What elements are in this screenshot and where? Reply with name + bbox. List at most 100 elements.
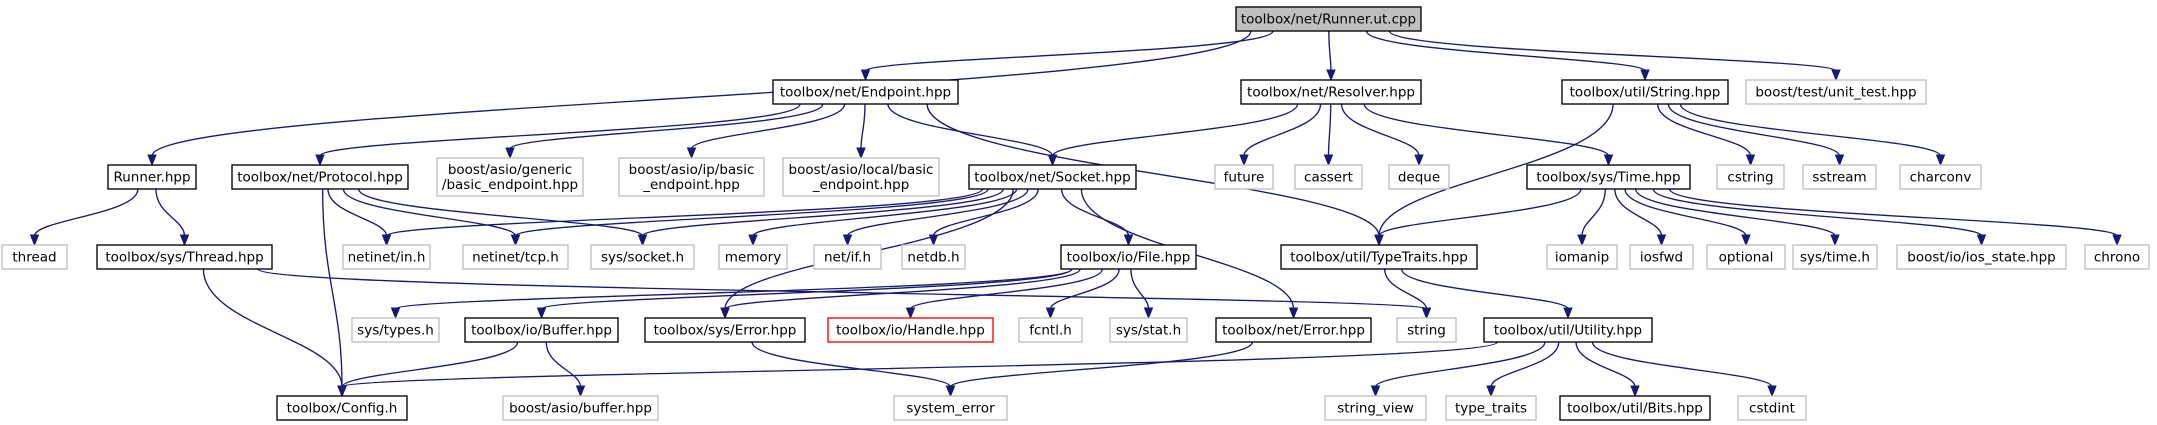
- node-box: [1716, 164, 1785, 190]
- dependency-edge: [1340, 103, 1424, 167]
- node-label: deque: [1398, 170, 1440, 186]
- node-box: [618, 157, 765, 197]
- node-root: toolbox/net/Runner.ut.cpp: [1235, 6, 1422, 32]
- node-box: [107, 164, 197, 190]
- node-box: [1445, 395, 1537, 421]
- arrowhead: [315, 154, 325, 167]
- node-protocol[interactable]: toolbox/net/Protocol.hpp: [231, 164, 409, 190]
- arrowhead: [637, 234, 648, 247]
- node-file[interactable]: toolbox/io/File.hpp: [1060, 244, 1197, 270]
- node-box: [644, 317, 806, 343]
- dependency-edge: [1363, 103, 1614, 167]
- node-sys-thread[interactable]: toolbox/sys/Thread.hpp: [96, 244, 273, 270]
- node-label: toolbox/sys/Thread.hpp: [105, 250, 263, 266]
- node-type-traits: type_traits: [1445, 395, 1537, 421]
- dependency-edge: [1575, 341, 1640, 398]
- node-box: [231, 164, 409, 190]
- node-label: toolbox/sys/Time.hpp: [1536, 170, 1680, 186]
- dependency-edge: [887, 103, 1058, 167]
- node-string-hpp[interactable]: toolbox/util/String.hpp: [1561, 79, 1729, 105]
- edge-line: [1363, 103, 1610, 157]
- node-box: [1896, 244, 2067, 270]
- node-box: [1483, 317, 1653, 343]
- edge-line: [151, 30, 1252, 157]
- dependency-edge: [748, 188, 1018, 247]
- node-label: toolbox/net/Protocol.hpp: [237, 170, 403, 186]
- dependency-edge: [842, 188, 1029, 247]
- dependency-edge: [1384, 268, 1432, 320]
- edge-line: [641, 188, 1004, 237]
- dependency-edge: [536, 268, 1073, 320]
- edge-line: [926, 103, 1380, 237]
- node-box: [342, 244, 431, 270]
- node-label: chrono: [2094, 250, 2140, 266]
- node-iomanip: iomanip: [1546, 244, 1618, 270]
- node-stat-h: sys/stat.h: [1109, 317, 1188, 343]
- arrowhead: [1421, 307, 1432, 320]
- node-in-h: netinet/in.h: [342, 244, 431, 270]
- node-runner-hpp[interactable]: Runner.hpp: [107, 164, 197, 190]
- dependency-edge: [1635, 188, 1840, 247]
- node-label: cassert: [1304, 170, 1353, 186]
- node-cstdint: cstdint: [1737, 395, 1807, 421]
- node-box: [827, 317, 994, 343]
- edge-line: [341, 341, 1499, 388]
- node-label: sys/types.h: [357, 323, 434, 339]
- node-net-error[interactable]: toolbox/net/Error.hpp: [1215, 317, 1372, 343]
- arrowhead: [1577, 234, 1587, 247]
- node-label: memory: [725, 250, 781, 266]
- dependency-edge: [505, 103, 824, 160]
- dependency-edge: [860, 30, 1274, 82]
- arrowhead: [1323, 154, 1334, 167]
- node-label: boost/io/ios_state.hpp: [1907, 250, 2056, 266]
- arrowhead: [1288, 307, 1299, 320]
- node-time[interactable]: toolbox/sys/Time.hpp: [1526, 164, 1691, 190]
- dependency-edge: [337, 341, 519, 398]
- node-socket[interactable]: toolbox/net/Socket.hpp: [968, 164, 1137, 190]
- node-label: sys/socket.h: [601, 250, 684, 266]
- dependency-edge: [1374, 188, 1582, 247]
- arrowhead: [1370, 385, 1381, 398]
- edge-line: [690, 103, 846, 150]
- node-resolver[interactable]: toolbox/net/Resolver.hpp: [1240, 79, 1422, 105]
- dependency-edge: [1668, 188, 2122, 247]
- node-box: [1745, 79, 1927, 105]
- node-ip-ep: boost/asio/ip/basic_endpoint.hpp: [618, 157, 765, 197]
- arrowhead: [1374, 234, 1384, 247]
- arrowhead: [1976, 234, 1987, 247]
- node-cassert: cassert: [1294, 164, 1363, 190]
- node-buffer[interactable]: toolbox/io/Buffer.hpp: [464, 317, 619, 343]
- node-bits[interactable]: toolbox/util/Bits.hpp: [1559, 395, 1711, 421]
- node-label: toolbox/util/String.hpp: [1570, 85, 1721, 101]
- node-label: future: [1224, 170, 1265, 186]
- node-label: toolbox/Config.h: [287, 401, 398, 417]
- edge-line: [341, 341, 519, 388]
- dependency-edge: [1130, 268, 1154, 320]
- arrowhead: [905, 307, 916, 320]
- node-label: _endpoint.hpp: [642, 177, 740, 193]
- node-utility[interactable]: toolbox/util/Utility.hpp: [1483, 317, 1653, 343]
- node-endpoint[interactable]: toolbox/net/Endpoint.hpp: [772, 79, 959, 105]
- edge-line: [514, 188, 989, 237]
- node-label: toolbox/net/Socket.hpp: [974, 170, 1130, 186]
- edge-line: [342, 188, 517, 237]
- arrowhead: [1326, 69, 1336, 82]
- node-future: future: [1214, 164, 1274, 190]
- dependency-edge: [1365, 30, 1650, 82]
- node-box: [1294, 164, 1363, 190]
- node-sys-error[interactable]: toolbox/sys/Error.hpp: [644, 317, 806, 343]
- node-config[interactable]: toolbox/Config.h: [276, 395, 408, 421]
- arrowhead: [510, 234, 521, 247]
- edge-line: [1378, 188, 1582, 237]
- edge-line: [1378, 103, 1614, 237]
- node-box: [1215, 317, 1372, 343]
- node-typetraits[interactable]: toolbox/util/TypeTraits.hpp: [1280, 244, 1478, 270]
- dependency-edge: [1577, 188, 1606, 247]
- edge-line: [1614, 188, 1663, 237]
- edge-line: [394, 268, 1073, 310]
- node-label: toolbox/sys/Error.hpp: [654, 323, 797, 339]
- node-label: string: [1407, 323, 1446, 339]
- edge-line: [724, 268, 1081, 310]
- node-label: boost/asio/ip/basic: [629, 162, 755, 178]
- node-box: [1792, 244, 1878, 270]
